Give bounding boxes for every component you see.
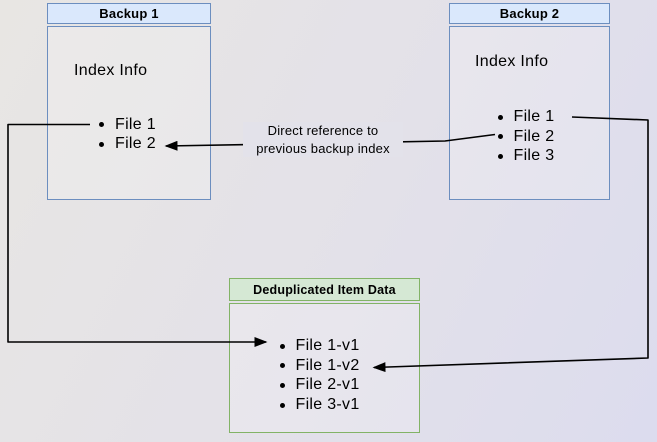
file-item: File 2 [99, 134, 156, 154]
file-item: File 2 [497, 127, 555, 147]
bullet-dot [497, 114, 503, 120]
backup1-file-list: File 1 File 2 [99, 115, 156, 154]
file-label: File 1 [513, 108, 555, 126]
backup1-index-label: Index Info [74, 62, 148, 79]
bullet-dot [497, 153, 503, 159]
bullet-dot [279, 402, 285, 408]
dedup-title-bar: Deduplicated Item Data [229, 278, 420, 301]
file-item: File 3 [497, 146, 555, 166]
file-label: File 2-v1 [295, 376, 360, 394]
backup1-title-bar: Backup 1 [47, 3, 211, 24]
bullet-dot [99, 122, 104, 128]
backup2-file-list: File 1 File 2 File 3 [497, 107, 555, 166]
file-item: File 1 [99, 115, 156, 135]
file-item: File 3-v1 [279, 395, 360, 415]
file-label: File 1-v1 [295, 337, 360, 355]
file-label: File 3-v1 [295, 396, 360, 414]
bullet-dot [497, 134, 503, 140]
bullet-dot [279, 363, 285, 369]
dedup-file-list: File 1-v1 File 1-v2 File 2-v1 File 3-v1 [279, 336, 360, 415]
file-item: File 1-v2 [279, 356, 360, 376]
file-label: File 2 [115, 135, 156, 153]
backup2-index-label: Index Info [475, 53, 549, 70]
backup2-title-bar: Backup 2 [449, 3, 610, 24]
bullet-dot [279, 343, 285, 349]
bullet-dot [99, 141, 104, 147]
file-label: File 1 [115, 115, 156, 133]
file-item: File 1 [497, 107, 555, 127]
bullet-dot [279, 382, 285, 388]
file-label: File 1-v2 [295, 356, 360, 374]
file-item: File 2-v1 [279, 376, 360, 396]
file-label: File 3 [513, 147, 555, 165]
backup1-body [47, 26, 211, 200]
file-item: File 1-v1 [279, 336, 360, 356]
file-label: File 2 [513, 127, 555, 145]
